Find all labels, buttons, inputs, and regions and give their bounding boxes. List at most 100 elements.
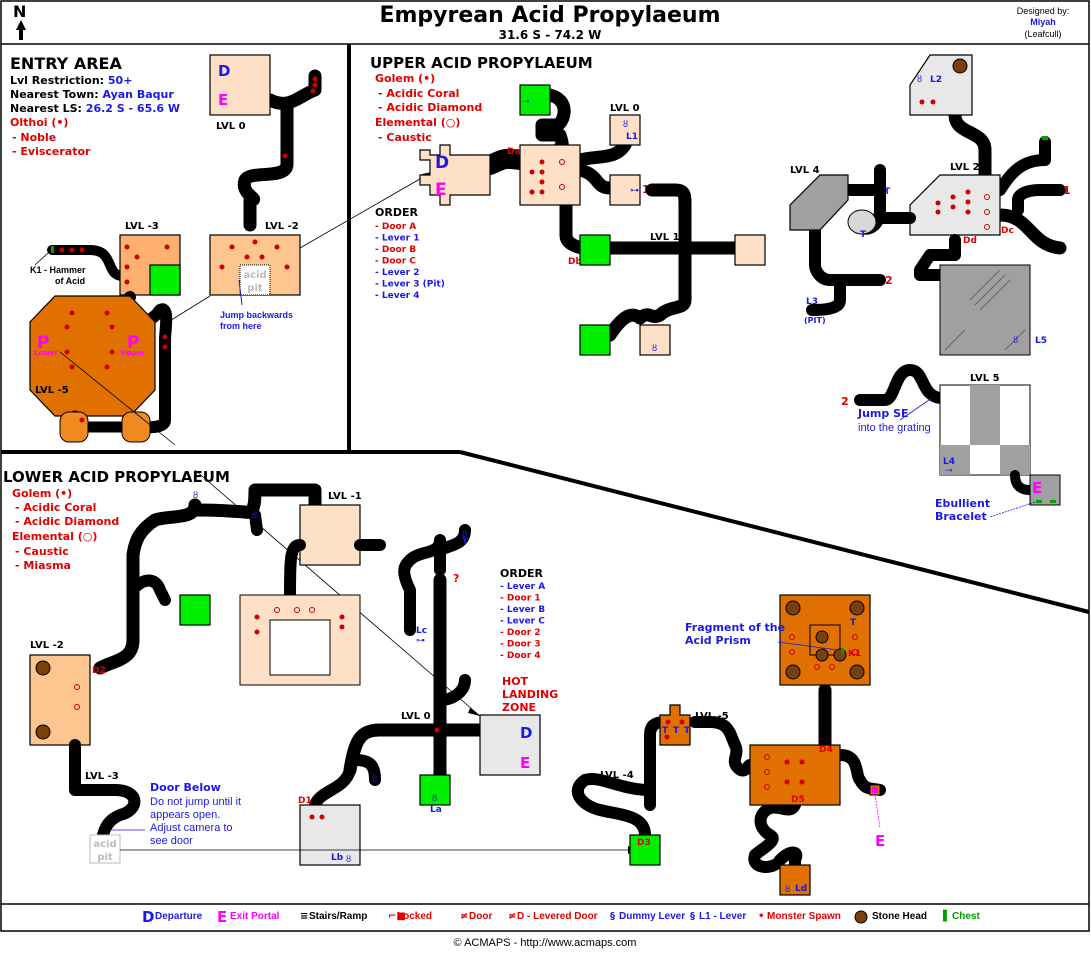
elemental-spawn-group [789,634,858,670]
dummy-lever-icon: ȣ [917,74,922,84]
monster-spawn-icon [434,727,440,733]
acid-pit-label: pit [97,852,113,863]
order-step: - Lever C [500,617,545,627]
lever-icon: ⊶ [416,635,425,645]
k1-note: of Acid [55,276,85,286]
elemental-spawn-group [274,607,315,613]
level-label: LVL 4 [790,165,820,176]
legend-label: D - Levered Door [517,911,598,922]
door-label: Da [507,147,521,157]
door-below-title: Door Below [150,781,221,794]
lever-icon: ȣ [432,793,437,803]
acid-pit [239,264,271,296]
lower-order-title: ORDER [500,567,543,580]
chest-icon [51,246,54,253]
chest-icon [1050,500,1056,503]
k1-note: K1 - Hammer [30,265,86,275]
order-step: - Door 3 [500,640,541,650]
stone-head-icon [854,910,868,924]
order-step: - Lever 3 (Pit) [375,280,445,290]
dummy-lever-icon: ȣ [462,529,467,539]
lower-ring-room [239,594,361,686]
monster-spawn-group [59,244,170,285]
level-label: LVL -4 [600,770,634,781]
legend-label: Stone Head [872,911,927,922]
order-step: - Door 4 [500,651,541,661]
legend-item: ≠Door [460,911,492,922]
entry-area-title: ENTRY AREA [10,54,122,73]
chest-icon [1042,136,1048,140]
entry-lvl-3: LVL -3 K1 - Hammer of Acid [30,221,181,296]
portal-room [149,264,181,296]
stone-head-icon [35,724,51,740]
lower-monster-item: - Acidic Coral [15,501,96,514]
teleport-icon: T [684,726,691,736]
departure-marker: D [435,153,449,173]
elemental-spawn-group [764,754,770,790]
order-step: - Door C [375,257,416,267]
dummy-lever-icon: ȣ [623,119,628,129]
chest-icon [1036,500,1042,503]
order-step: - Door 1 [500,594,541,604]
jump-se-note: into the grating [858,422,931,434]
stone-head-group [785,600,865,680]
legend-item: ⌐■Locked [388,911,432,922]
lower-lvl-2: LVL -2 D2 LVL -3 acid pit Door Below Do … [29,640,638,864]
north-arrow-icon: N [13,2,26,40]
designer-name[interactable]: Miyah [1030,17,1056,27]
portal-room [579,324,611,356]
upper-lvl0: D E Da Db ⊸ LVL 0 ȣ L1 ⊶ 1 [419,84,650,267]
entry-area-info: ENTRY AREA Lvl Restriction: 50+ Nearest … [10,54,180,158]
lower-monster-group: Elemental (○) [12,530,97,543]
order-step: - Door B [375,245,416,255]
footer-copyright[interactable]: © ACMAPS - http://www.acmaps.com [454,937,637,949]
map-title: Empyrean Acid Propylaeum [379,3,720,28]
order-step: - Lever 1 [375,234,420,244]
landing-room [479,714,541,776]
lever-label: La [430,805,442,815]
portal-lower-label: Lower [34,349,58,357]
level-label: LVL -3 [125,221,159,232]
entry-lvl-5: P Lower P Upper LVL -5 [29,291,173,443]
legend-item: ≠D - Levered Door [508,911,598,922]
key-k1-label: K1 [848,649,861,659]
d-levered-door-icon: ≠ [508,911,516,922]
jump-note: Jump backwards [220,310,293,320]
door-below-note: Adjust camera to [150,822,233,834]
door-label: Dd [963,236,977,246]
departure-marker: D [218,62,230,80]
jump-marker: 2 [841,395,849,408]
chest-note: Bracelet [935,510,987,523]
lever-label: L2 [930,75,942,85]
monster-spawn-icon: • [758,911,764,922]
entry-monster-item: - Eviscerator [12,145,91,158]
upper-monster-group: Elemental (○) [375,116,460,129]
legend-label: Locked [397,911,432,922]
legend-label: Chest [952,911,980,922]
monster-spawn-group [254,614,345,635]
dummy-lever-icon: ȣ [252,510,257,520]
lever-room [609,114,641,146]
monster-spawn-group [529,159,545,195]
lower-monster-item: - Acidic Diamond [15,515,119,528]
upper-monster-item: - Acidic Diamond [378,101,482,114]
door-label: D4 [819,745,833,755]
entry-start-room [209,54,271,116]
lower-monster-group: Golem (•) [12,487,72,500]
upper-lvl2: ȣ L2 LVL 2 Dc Dd 1 [909,54,1071,255]
exit-portal-marker: E [1032,479,1042,497]
legend-label: Exit Portal [230,911,280,922]
jump-marker: 2 [885,274,893,287]
jump-link-line [299,171,433,249]
lower-monster-item: - Caustic [15,545,69,558]
door-icon: ≠ [460,911,468,922]
order-step: - Door A [375,222,416,232]
exit-portal-marker: E [218,91,228,109]
level-label: LVL 0 [216,121,246,132]
monster-spawn-icon [310,88,316,94]
upper-title: UPPER ACID PROPYLAEUM [370,54,593,72]
teleport-icon: T [860,230,867,240]
door-label: D1 [298,796,312,806]
